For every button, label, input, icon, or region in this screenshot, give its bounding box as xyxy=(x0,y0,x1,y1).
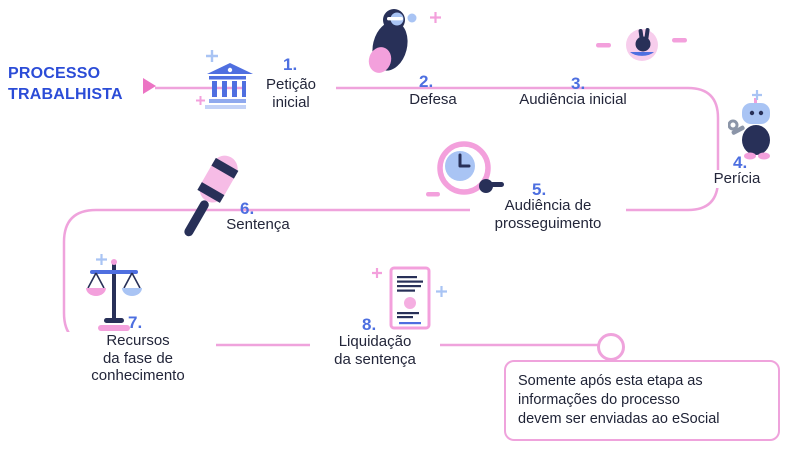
title-arrow-icon xyxy=(143,78,156,94)
connector-circle xyxy=(597,333,625,361)
step-label-liquidacao: Liquidação da sentença xyxy=(310,333,440,369)
step-label-recursos: Recursos da fase de conhecimento xyxy=(60,332,216,386)
sparkle-icon xyxy=(752,90,762,100)
step-label-audiencia-inicial: Audiência inicial xyxy=(510,91,636,109)
sparkle-icon xyxy=(206,50,218,62)
sparkle-icon xyxy=(372,268,382,278)
step-number: 6. xyxy=(240,199,255,218)
step-label-defesa: Defesa xyxy=(394,91,472,109)
step-number: 4. xyxy=(733,153,748,172)
defense-character-icon xyxy=(368,9,417,73)
gavel-icon xyxy=(184,155,239,237)
step-number: 2. xyxy=(419,72,434,91)
hand-gesture-icon xyxy=(596,28,687,61)
step-label-sentenca: Sentença xyxy=(209,216,307,234)
document-icon xyxy=(389,266,431,330)
step-number: 3. xyxy=(571,74,586,93)
scales-icon xyxy=(86,259,142,331)
esocial-callout: Somente após esta etapa as informações d… xyxy=(504,360,780,442)
courthouse-icon xyxy=(205,63,255,109)
page-title: PROCESSO TRABALHISTA xyxy=(8,65,123,103)
sparkle-icon xyxy=(436,286,447,297)
step-number: 7. xyxy=(128,313,143,332)
step-label-peticao-inicial: Petição inicial xyxy=(246,76,336,112)
expert-character-icon xyxy=(728,98,770,160)
step-number: 8. xyxy=(362,315,377,334)
step-number: 1. xyxy=(283,55,298,74)
step-label-pericia: Perícia xyxy=(701,170,773,188)
step-number: 5. xyxy=(532,180,547,199)
sparkle-icon xyxy=(196,96,205,105)
step-label-audiencia-prosseguimento: Audiência de prosseguimento xyxy=(470,197,626,233)
sparkle-icon xyxy=(96,254,107,265)
sparkle-icon xyxy=(430,12,441,23)
clock-icon xyxy=(426,141,504,197)
